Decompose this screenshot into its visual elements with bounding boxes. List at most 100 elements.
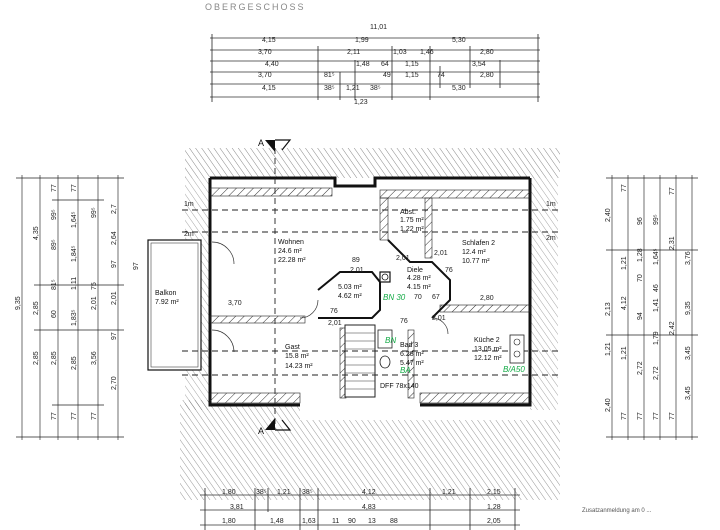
dim-right-3-3: 70 xyxy=(637,274,644,282)
dim-89: 89 xyxy=(352,257,360,264)
dim-top-4-3: 49 xyxy=(383,72,391,79)
room-schlafen-area1: 12.4 m² xyxy=(462,249,486,256)
dim-bottom-1-2: 38⁵ xyxy=(256,489,267,496)
dim-top-2-5: 2,80 xyxy=(480,49,494,56)
dim-top-4-5: 74 xyxy=(437,72,445,79)
dim-67: 67 xyxy=(432,294,440,301)
dim-right-2-4: 1,21 xyxy=(621,346,628,360)
dim-right-6-2: 3,76 xyxy=(685,251,692,265)
dim-bottom-2-3: 1,28 xyxy=(487,504,501,511)
room-bad-area1: 6.28 m² xyxy=(400,351,424,358)
balkon: Balkon 7.92 m² xyxy=(147,239,202,371)
dim-right-5-4: 77 xyxy=(669,412,676,420)
dim-bottom-1-7: 2,15 xyxy=(487,489,501,496)
dim-left-4-7: 77 xyxy=(71,412,78,420)
dim-bottom-3-8: 2,05 xyxy=(487,518,501,525)
dim-bottom-3-7: 88 xyxy=(390,518,398,525)
room-gast-name: Gast xyxy=(285,344,300,351)
label-bn-30: BN 30 xyxy=(383,293,406,302)
label-2m-right: 2m xyxy=(546,235,556,242)
room-schlafen-area2: 10.77 m² xyxy=(462,258,490,265)
section-a-top: A xyxy=(258,138,264,148)
dim-right-2-1: 77 xyxy=(621,184,628,192)
dim-bottom-1-5: 4,12 xyxy=(362,489,376,496)
dim-right-1-3: 1,21 xyxy=(605,342,612,356)
dim-bottom-1-6: 1,21 xyxy=(442,489,456,496)
dim-right-4-7: 77 xyxy=(653,412,660,420)
room-gast-area2: 14.23 m² xyxy=(285,363,313,370)
dim-bottom-3-3: 1,63 xyxy=(302,518,316,525)
dim-left-5-4: 3,56 xyxy=(91,351,98,365)
dim-bottom-3-2: 1,48 xyxy=(270,518,284,525)
dim-right-3-5: 2,72 xyxy=(637,361,644,375)
room-wohnen-area2: 22.28 m² xyxy=(278,257,306,264)
room-flur-area2: 4.62 m² xyxy=(338,293,362,300)
dim-top-2-3: 1,03 xyxy=(393,49,407,56)
dim-right-6-4: 3,45 xyxy=(685,386,692,400)
room-gast-area1: 15.8 m² xyxy=(285,353,309,360)
dim-top-3-2: 1,48 xyxy=(356,61,370,68)
dim-top-5-5: 5,30 xyxy=(452,85,466,92)
label-2m-left: 2m xyxy=(184,231,194,238)
dim-top-4-4: 1,15 xyxy=(405,72,419,79)
dim-right-4-4: 1,41 xyxy=(653,298,660,312)
left-dimension-chains: 9,35 4,35 2,85 2,85 77 99⁵ 89⁵ 81⁵ 60 2,… xyxy=(15,175,140,440)
dim-left-3-6: 2,85 xyxy=(51,351,58,365)
dim-top-4-6: 2,80 xyxy=(480,72,494,79)
dim-76-c: 76 xyxy=(400,318,408,325)
dim-right-4-5: 1,79 xyxy=(653,331,660,345)
room-diele-area1: 4.28 m² xyxy=(407,275,431,282)
dim-bottom-3-4: 11 xyxy=(332,518,339,525)
dim-total-top: 11,01 xyxy=(370,24,387,31)
dim-left-5-3: 2,01 xyxy=(91,296,98,310)
dim-left-6-4: 2,01 xyxy=(111,291,118,305)
room-kueche-area1: 13.05 m² xyxy=(474,346,502,353)
dim-left-2-1: 4,35 xyxy=(33,226,40,240)
dim-left-6-2: 2,64 xyxy=(111,231,118,245)
dim-left-6-1: 2,7 xyxy=(111,204,118,214)
dim-left-1: 9,35 xyxy=(15,296,22,310)
room-abst-area1: 1.75 m² xyxy=(400,217,424,224)
bottom-dimension-chains: 1,80 38⁵ 1,21 38⁵ 4,12 1,21 2,15 3,81 4,… xyxy=(200,488,520,530)
dim-left-4-1: 77 xyxy=(71,184,78,192)
dim-right-2-5: 77 xyxy=(621,412,628,420)
dim-201-a: 2,01 xyxy=(350,267,364,274)
dim-left-6-5: 97 xyxy=(111,332,118,340)
room-bad-name: Bad 3 xyxy=(400,342,418,349)
dim-top-4-1: 3,70 xyxy=(258,72,272,79)
dim-right-1-1: 2,40 xyxy=(605,208,612,222)
dim-top-1-1: 4,15 xyxy=(262,37,276,44)
plan-title: OBERGESCHOSS xyxy=(205,2,306,12)
dim-left-2-2: 2,85 xyxy=(33,301,40,315)
dim-bottom-3-6: 13 xyxy=(368,518,376,525)
dim-70: 70 xyxy=(414,294,422,301)
dim-top-1-2: 1,99 xyxy=(355,37,369,44)
dim-bottom-1-1: 1,80 xyxy=(222,489,236,496)
dim-top-3-4: 1,15 xyxy=(405,61,419,68)
dim-top-2-4: 1,46 xyxy=(420,49,434,56)
dim-right-4-1: 99⁵ xyxy=(653,214,660,225)
label-bn: BN xyxy=(385,336,396,345)
dim-top-5-3: 1,21 xyxy=(346,85,360,92)
room-diele-name: Diele xyxy=(407,267,423,274)
dim-left-3-4: 81⁵ xyxy=(51,279,58,290)
bath-fixtures xyxy=(377,329,525,369)
room-wohnen-name: Wohnen xyxy=(278,239,304,246)
dim-right-3-1: 96 xyxy=(637,217,644,225)
section-a-bottom: A xyxy=(258,426,264,436)
interior-dimensions: 1m 2m 1m 2m 89 2,01 3,70 76 2,01 2,80 76… xyxy=(184,201,556,390)
top-dimension-chains: 11,01 4,15 1,99 5,30 3,70 2,11 1,03 1,46… xyxy=(210,24,540,106)
dim-201-d: 2,01 xyxy=(396,255,410,262)
room-bad-area2: 5.47 m² xyxy=(400,360,424,367)
dim-left-4-4: 1,11 xyxy=(71,277,78,290)
room-abst-area2: 1.22 m² xyxy=(400,226,424,233)
section-markers: A A xyxy=(258,138,292,436)
dim-top-4-2: 81⁵ xyxy=(324,72,335,79)
dim-top-1-3: 5,30 xyxy=(452,37,466,44)
label-kueche-mark: B/A50 xyxy=(503,365,525,374)
dim-left-3-2: 99⁵ xyxy=(51,209,58,220)
dim-right-1-2: 2,13 xyxy=(605,302,612,316)
room-schlafen-name: Schlafen 2 xyxy=(462,240,495,247)
dim-bottom-1-4: 38⁵ xyxy=(302,489,313,496)
